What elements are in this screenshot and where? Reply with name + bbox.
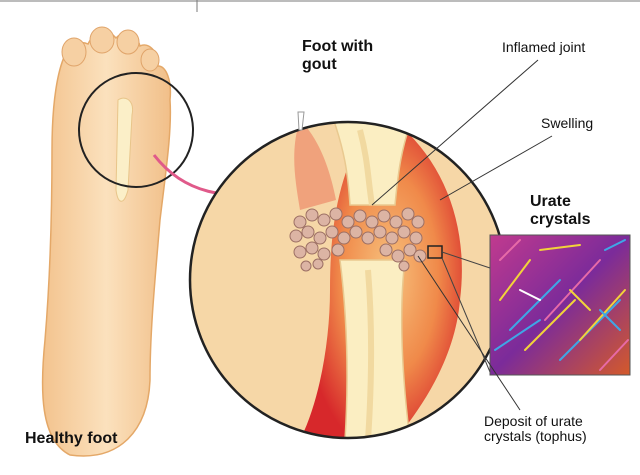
label-healthy-foot: Healthy foot: [25, 430, 117, 448]
label-swelling: Swelling: [541, 116, 593, 131]
label-foot-with-gout: Foot with gout: [302, 38, 373, 73]
toe-4: [141, 49, 159, 71]
toe-1: [62, 38, 86, 66]
label-deposit-tophus: Deposit of urate crystals (tophus): [484, 414, 587, 445]
gout-joint-magnified: [190, 110, 506, 440]
healthy-foot-drawing: [43, 27, 193, 456]
label-urate-crystals: Urate crystals: [530, 193, 591, 228]
foot-shape: [43, 32, 171, 456]
toe-2: [90, 27, 114, 53]
toe-3: [117, 30, 139, 54]
label-inflamed-joint: Inflamed joint: [502, 40, 585, 55]
lower-bone: [340, 260, 410, 440]
